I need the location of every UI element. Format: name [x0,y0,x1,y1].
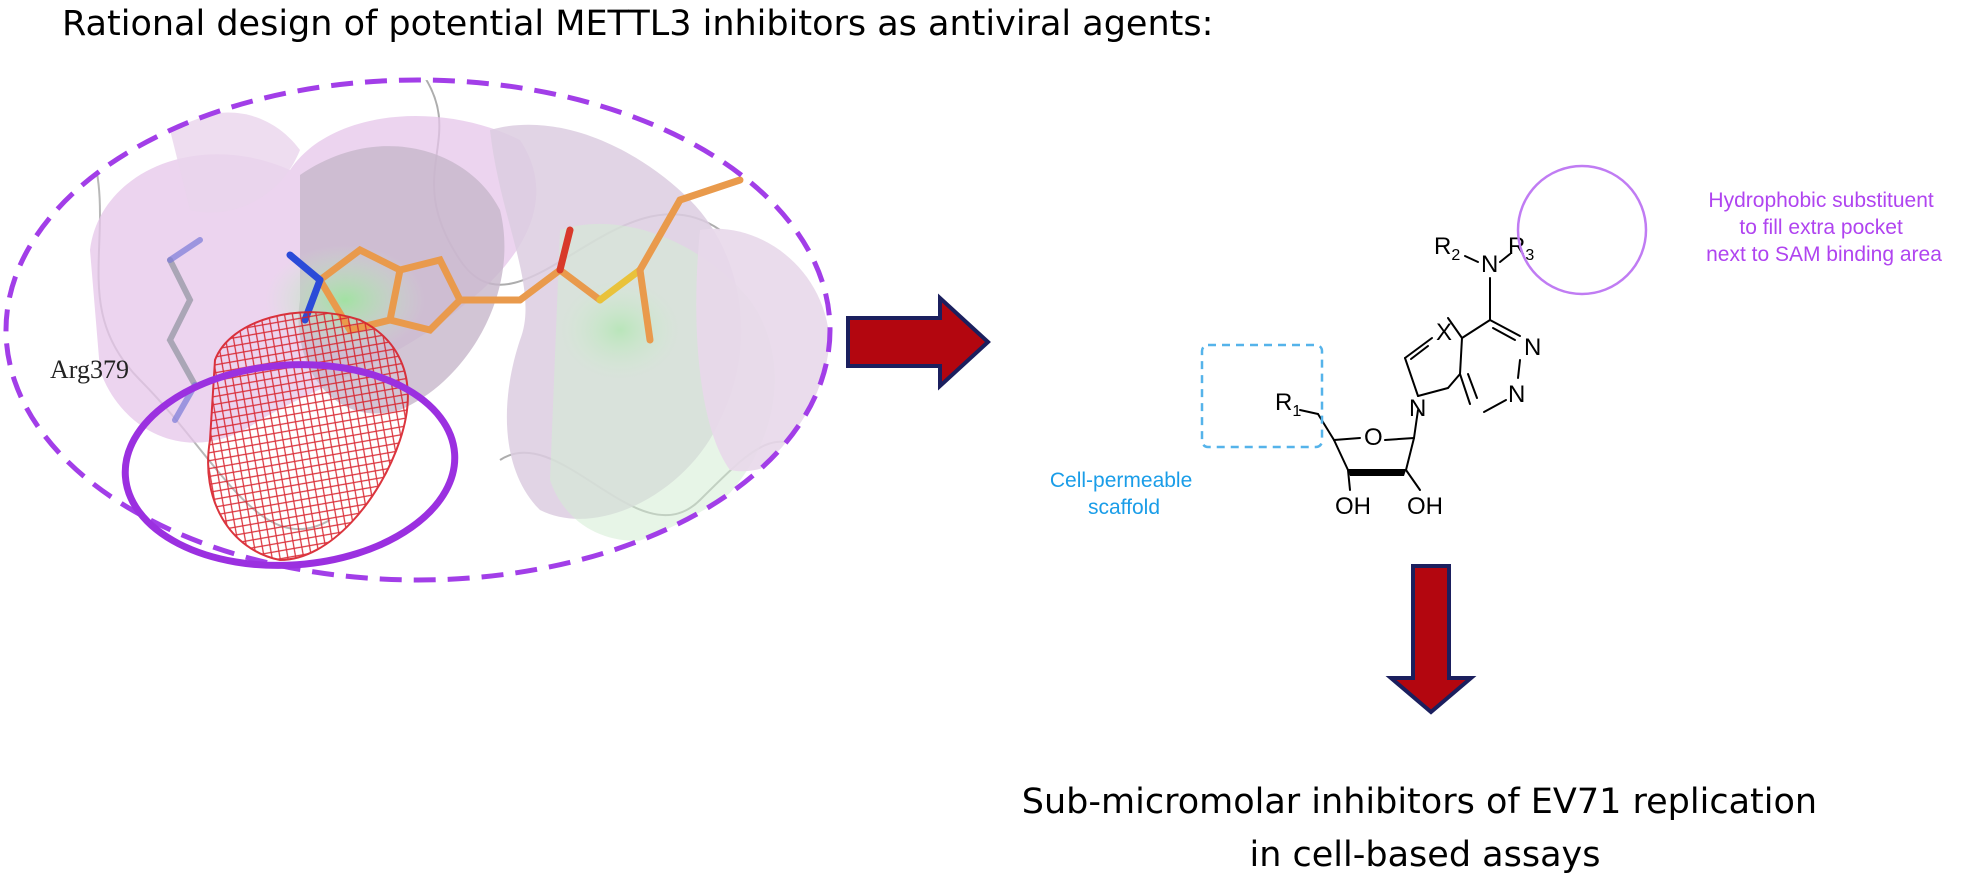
cell-permeable-label: Cell-permeable scaffold [1050,469,1198,519]
residue-label-arg379: Arg379 [50,355,129,384]
nucleoside-scaffold: X N N N O OH OH N R2 R3 R1 [1200,164,1648,520]
result-statement: Sub-micromolar inhibitors of EV71 replic… [1022,782,1828,875]
atom-n3: N [1508,381,1525,408]
extra-pocket-highlight [121,361,459,569]
protein-surface [170,112,300,213]
protein-surface [696,228,830,472]
binding-site-dashed-outline [3,77,833,583]
hydrophobic-pocket-circle [1516,164,1648,296]
down-arrow [1385,564,1477,715]
substituent-r2: R2 [1434,233,1460,264]
right-arrow [846,293,991,391]
extra-pocket-mesh [207,311,409,562]
substituent-r1: R1 [1275,389,1301,420]
atom-n9: N [1409,395,1426,422]
hydrophobic-substituent-label: Hydrophobic substituent to fill extra po… [1706,189,1942,266]
protein-pocket-panel: Arg379 [3,77,833,583]
substituent-r3: R3 [1508,233,1534,264]
atom-x: X [1436,319,1452,346]
atom-amine-n: N [1481,251,1498,278]
scaffold-modification-box [1200,343,1324,449]
atom-oh-left: OH [1335,493,1371,520]
atom-n1: N [1524,334,1541,361]
green-subpocket [560,280,680,380]
atom-oh-right: OH [1407,493,1443,520]
figure-title: Rational design of potential METTL3 inhi… [62,4,1214,44]
atom-ring-o: O [1364,424,1383,451]
